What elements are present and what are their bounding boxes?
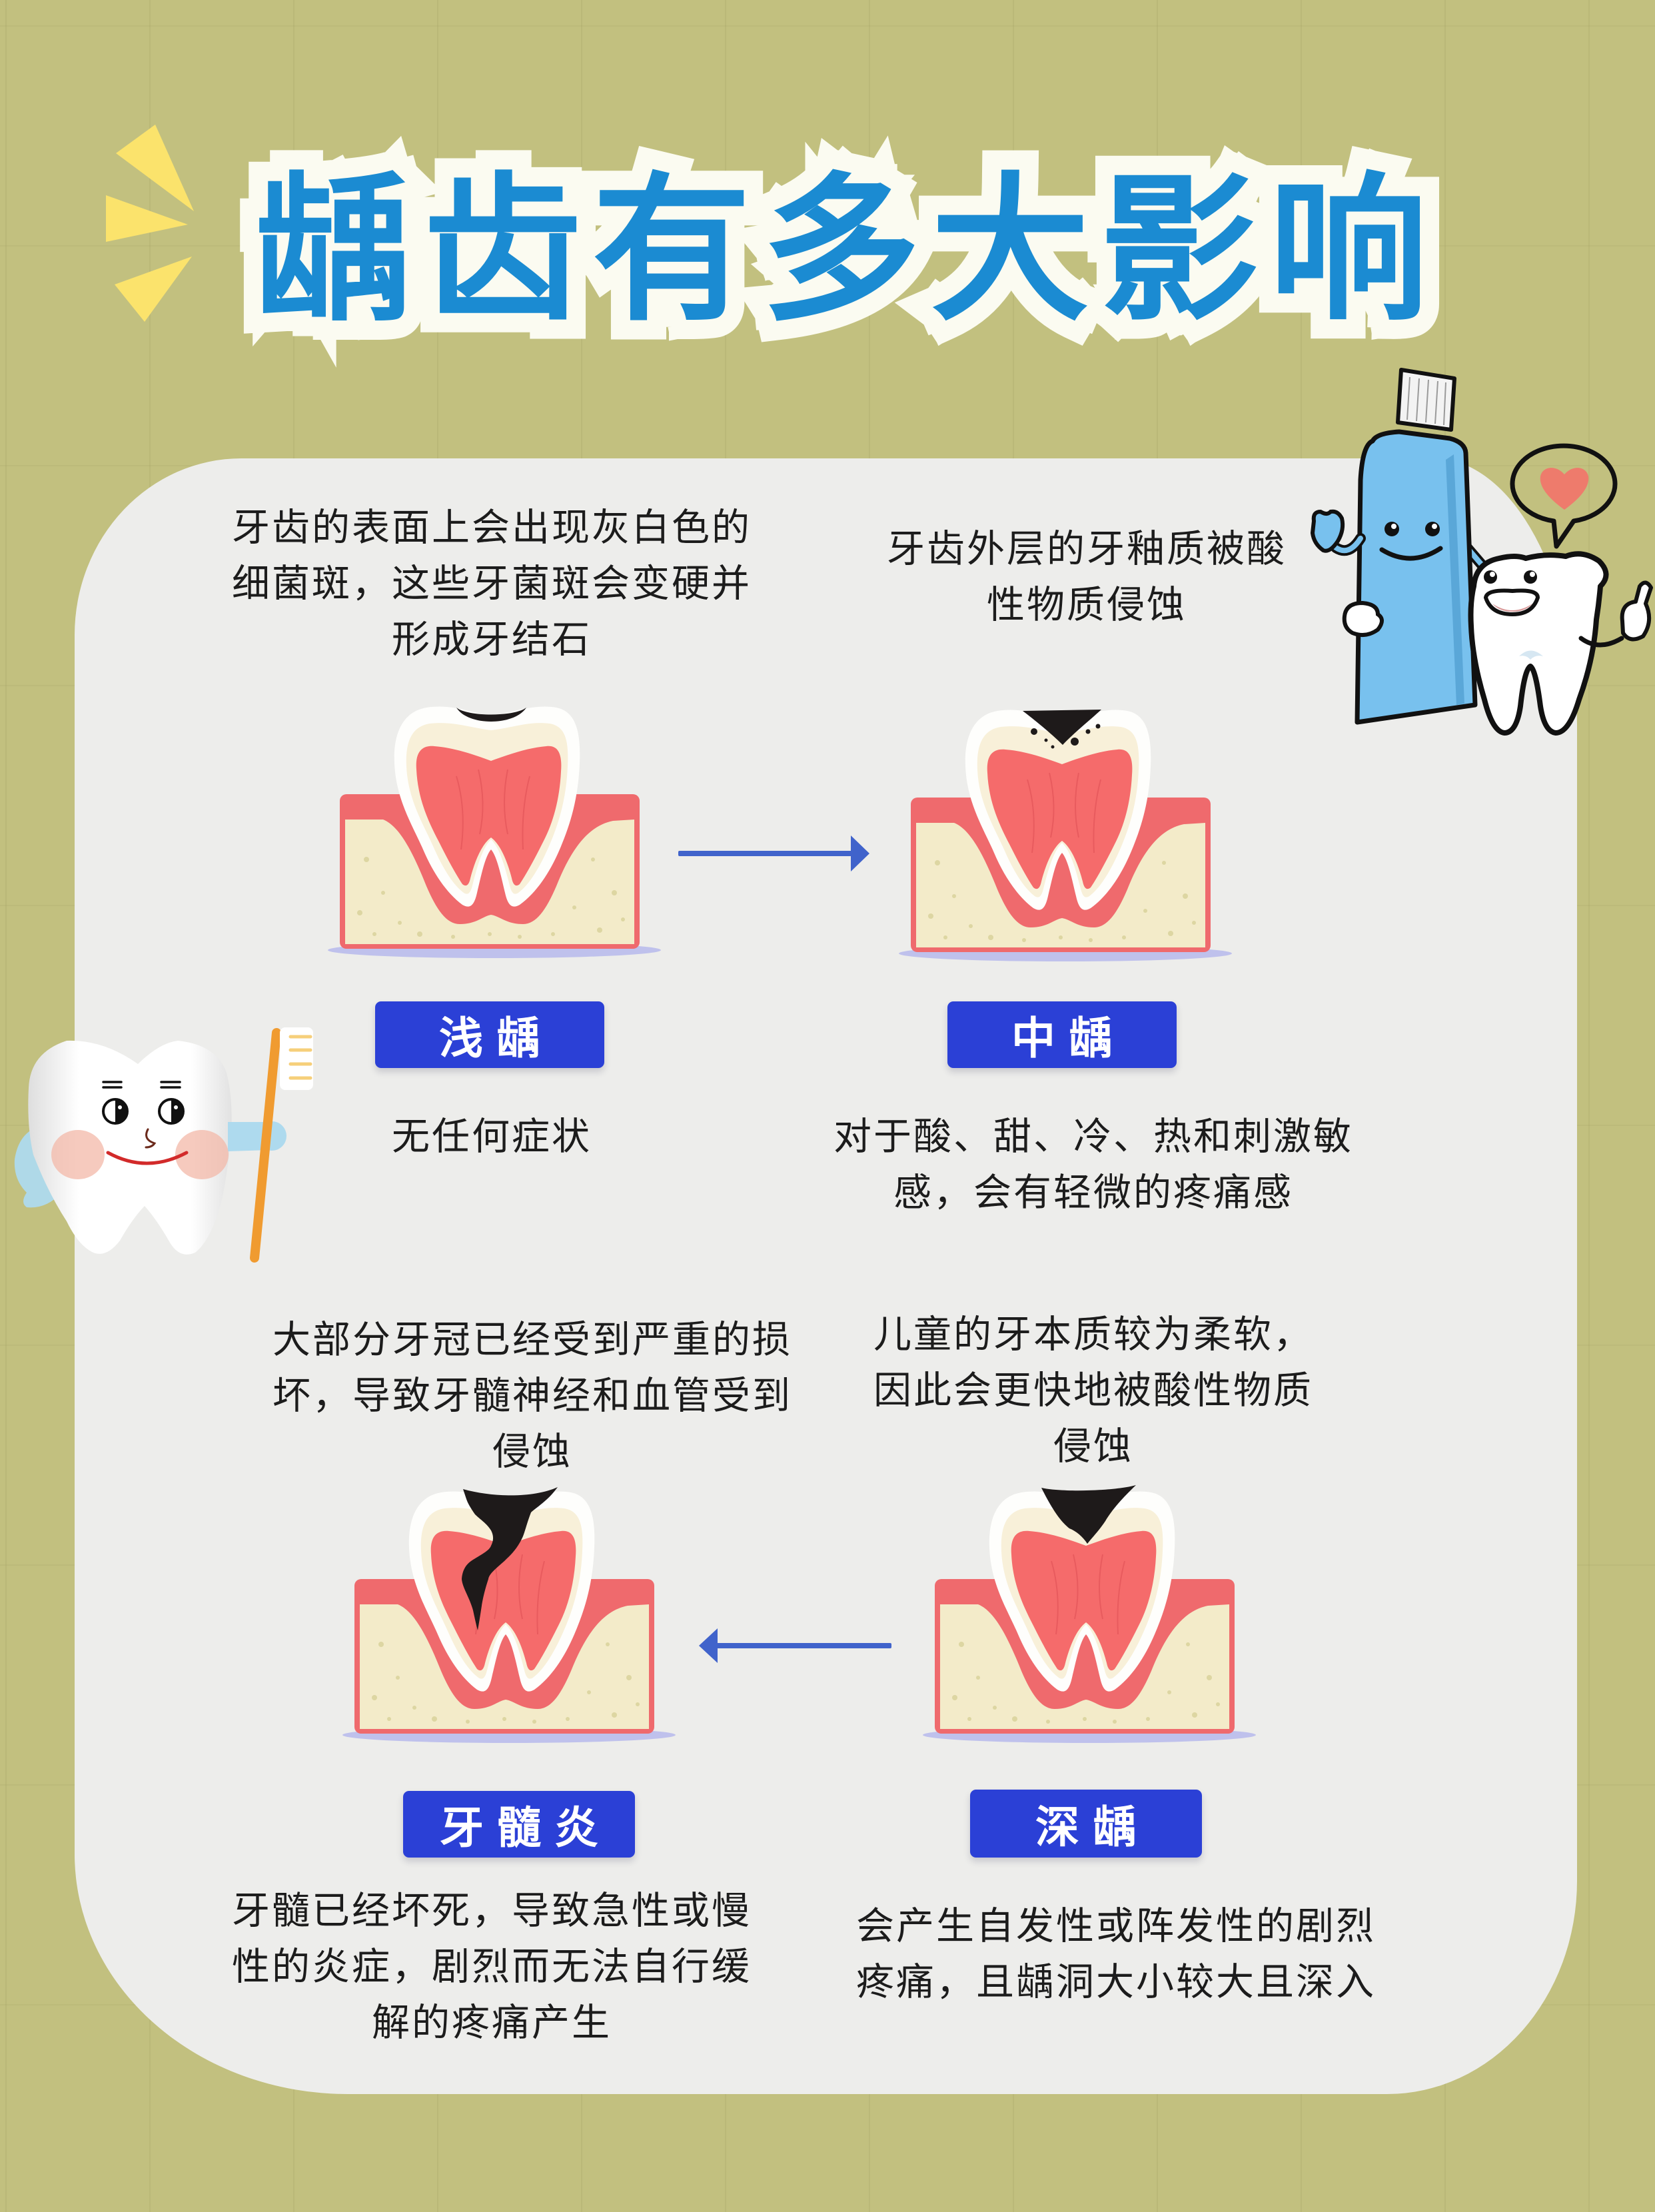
stage-shallow-symptom: 无任何症状 <box>190 1109 792 1165</box>
stage-badge-medium: 中龋 <box>947 1001 1177 1068</box>
text-line: 解的疼痛产生 <box>372 2001 612 2045</box>
stage-shallow-cause: 牙齿的表面上会出现灰白色的 细菌斑，这些牙菌斑会变硬并 形成牙结石 <box>190 500 792 668</box>
page-title: 龋齿有多大影响 龋齿有多大影响 <box>233 149 1459 354</box>
toothpaste-mascot <box>1311 368 1488 725</box>
stage-badge-pulpitis: 牙髓炎 <box>403 1791 635 1858</box>
arrow-head <box>699 1628 718 1663</box>
toothpaste-and-tooth-mascots <box>1311 368 1653 736</box>
text-line: 大部分牙冠已经受到严重的损 <box>273 1318 792 1362</box>
tooth-pulpitis-illustration <box>342 1487 676 1744</box>
arrow-shaft <box>716 1643 891 1648</box>
stage-badge-deep: 深龋 <box>970 1790 1202 1858</box>
text-line: 因此会更快地被酸性物质 <box>873 1369 1313 1412</box>
tooth-mascot <box>1468 551 1653 736</box>
text-line: 性的炎症，剧烈而无法自行缓 <box>232 1945 752 1989</box>
text-line: 坏，导致牙髓神经和血管受到 <box>273 1374 792 1418</box>
stage-pulpitis-symptom: 牙髓已经坏死，导致急性或慢 性的炎症，剧烈而无法自行缓 解的疼痛产生 <box>190 1883 792 2051</box>
page-title-outline: 龋齿有多大影响 <box>235 149 1447 354</box>
stage-deep-cause: 儿童的牙本质较为柔软， 因此会更快地被酸性物质 侵蚀 <box>792 1307 1393 1474</box>
stage-medium-cause: 牙齿外层的牙釉质被酸 性物质侵蚀 <box>785 521 1386 633</box>
text-line: 性物质侵蚀 <box>987 583 1187 627</box>
text-line: 对于酸、甜、冷、热和刺激敏 <box>833 1115 1353 1159</box>
text-line: 牙髓已经坏死，导致急性或慢 <box>232 1889 752 1933</box>
toothbrush-icon <box>250 1027 313 1263</box>
stage-deep-symptom: 会产生自发性或阵发性的剧烈 疼痛，且龋洞大小较大且深入 <box>814 1898 1416 2010</box>
tooth-medium-caries-illustration <box>898 709 1233 962</box>
cavity-icon <box>1041 1485 1136 1544</box>
tooth-shallow-caries-illustration <box>327 706 662 959</box>
content-card <box>75 458 1577 2094</box>
text-line: 会产生自发性或阵发性的剧烈 <box>856 1904 1376 1948</box>
text-line: 感，会有轻微的疼痛感 <box>893 1171 1293 1215</box>
heart-speech-bubble-icon <box>1510 443 1618 549</box>
stage-medium-symptom: 对于酸、甜、冷、热和刺激敏 感，会有轻微的疼痛感 <box>792 1109 1393 1221</box>
text-line: 形成牙结石 <box>392 618 592 662</box>
text-line: 侵蚀 <box>492 1430 572 1474</box>
tooth-deep-caries-illustration <box>922 1485 1257 1744</box>
text-line: 疼痛，且龋洞大小较大且深入 <box>856 1960 1376 2004</box>
stage-badge-shallow: 浅龋 <box>375 1001 604 1068</box>
text-line: 牙齿的表面上会出现灰白色的 <box>232 506 752 550</box>
arrow-shaft <box>678 851 854 856</box>
text-line: 儿童的牙本质较为柔软， <box>873 1313 1313 1357</box>
cavity-icon <box>462 1487 558 1630</box>
text-line: 侵蚀 <box>1053 1424 1133 1468</box>
page-title-text: 龋齿有多大影响 <box>254 159 1438 343</box>
cavity-icon <box>1023 710 1101 749</box>
text-line: 无任何症状 <box>392 1115 592 1159</box>
arrow-head <box>851 835 869 871</box>
text-line: 细菌斑，这些牙菌斑会变硬并 <box>232 562 752 606</box>
text-line: 牙齿外层的牙釉质被酸 <box>887 527 1287 571</box>
stage-pulpitis-cause: 大部分牙冠已经受到严重的损 坏，导致牙髓神经和血管受到 侵蚀 <box>231 1312 832 1480</box>
sparkle-burst-icon <box>106 125 194 322</box>
heart-icon <box>1540 468 1589 510</box>
cavity-icon <box>456 708 526 722</box>
tooth-mascot-with-toothbrush <box>14 1027 313 1263</box>
